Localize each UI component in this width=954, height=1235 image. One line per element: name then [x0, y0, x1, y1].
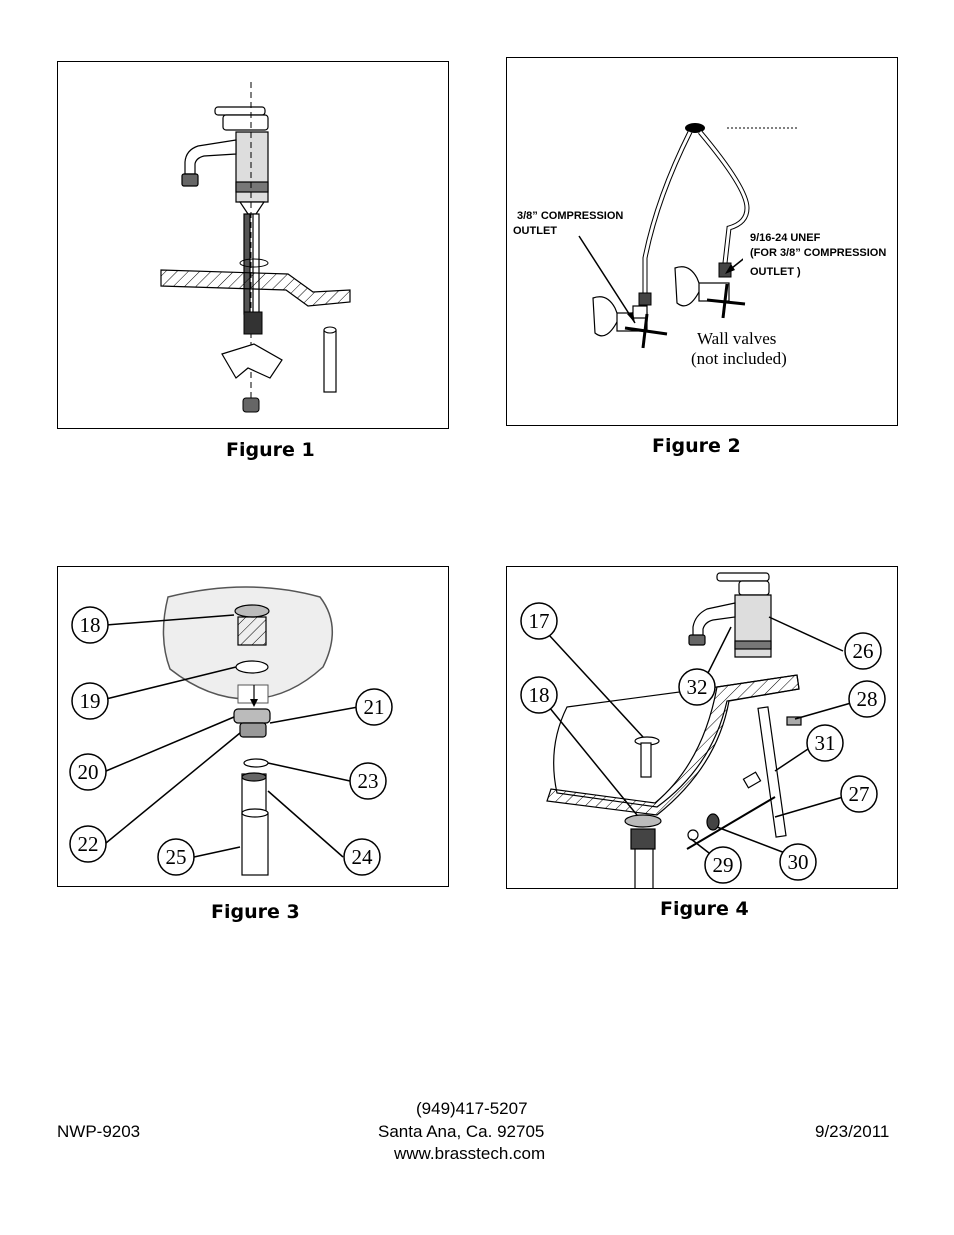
footer-date: 9/23/2011	[815, 1122, 890, 1141]
figure-4-box: 17 18 32 26 28 31 27 29 30	[506, 566, 898, 889]
callout-32: 32	[687, 675, 708, 699]
figure-3-box: 18 19 20 21 22 23 24 25	[57, 566, 449, 887]
figure-4-caption: Figure 4	[660, 898, 749, 920]
figure-2-supply-diagram: 3/8” COMPRESSION OUTLET 9/16-24 UNEF (FO…	[513, 123, 897, 368]
figure-3-caption: Figure 3	[211, 901, 300, 923]
callout-27: 27	[849, 782, 870, 806]
callout-23: 23	[358, 769, 379, 793]
callout-31: 31	[815, 731, 836, 755]
figure-4-assembly-diagram: 17 18 32 26 28 31 27 29 30	[520, 572, 886, 888]
compression-label-line1: 3/8” COMPRESSION	[517, 210, 623, 222]
footer-website: www.brasstech.com	[394, 1144, 546, 1163]
compression-label-line2: OUTLET	[513, 225, 557, 237]
callout-17: 17	[529, 609, 550, 633]
callout-18b: 18	[529, 683, 550, 707]
footer-phone: (949)417-5207	[416, 1099, 528, 1118]
callout-30: 30	[788, 850, 809, 874]
figure-2-box: 3/8” COMPRESSION OUTLET 9/16-24 UNEF (FO…	[506, 57, 898, 426]
unef-label-line1: 9/16-24 UNEF	[750, 232, 821, 244]
unef-label-line3: OUTLET )	[750, 266, 801, 278]
callout-22: 22	[78, 832, 99, 856]
figure-2-caption: Figure 2	[652, 435, 741, 457]
callout-20: 20	[78, 760, 99, 784]
figure-1-faucet-diagram	[160, 82, 351, 413]
figure-1-caption: Figure 1	[226, 439, 315, 461]
callout-25: 25	[166, 845, 187, 869]
callout-26: 26	[853, 639, 874, 663]
callout-24: 24	[352, 845, 374, 869]
callout-29: 29	[713, 853, 734, 877]
callout-19: 19	[80, 689, 101, 713]
footer-address: Santa Ana, Ca. 92705	[378, 1122, 545, 1141]
callout-28: 28	[857, 687, 878, 711]
unef-label-line2: (FOR 3/8” COMPRESSION	[750, 247, 886, 259]
figure-3-drain-diagram: 18 19 20 21 22 23 24 25	[69, 586, 393, 876]
wall-valves-label-line2: (not included)	[691, 349, 787, 368]
footer-model-number: NWP-9203	[57, 1122, 141, 1141]
callout-18: 18	[80, 613, 101, 637]
wall-valves-label-line1: Wall valves	[697, 329, 776, 348]
figure-1-box	[57, 61, 449, 429]
callout-21: 21	[364, 695, 385, 719]
